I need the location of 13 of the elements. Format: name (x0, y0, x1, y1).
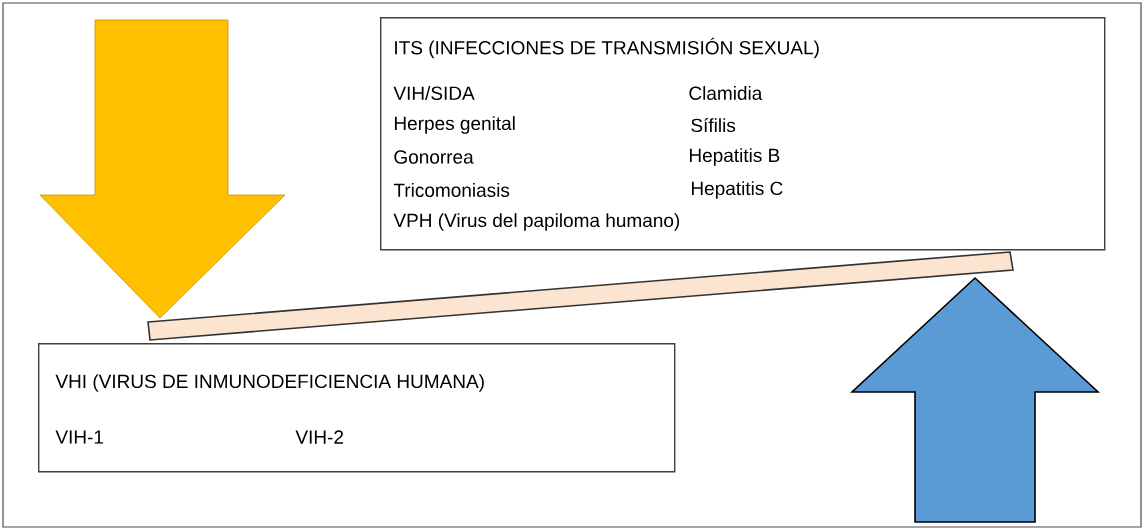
list-item: VPH (Virus del papiloma humano) (393, 213, 680, 231)
list-item: Hepatitis B (690, 148, 780, 166)
list-item: Clamidia (689, 86, 763, 100)
list-item: Sífilis (691, 117, 736, 133)
box-heading: VHI (VIRUS DE INMUNODEFICIENCIA HUMANA) (55, 374, 484, 392)
box-heading: ITS (INFECCIONES DE TRANSMISIÓN SEXUAL) (395, 37, 819, 59)
list-item: VIH-2 (295, 430, 344, 444)
list-item: Hepatitis C (692, 181, 783, 199)
list-item: VIH/SIDA (393, 86, 475, 100)
list-item: Tricomoniasis (393, 183, 510, 197)
list-item: Herpes genital (395, 116, 515, 134)
list-item: VIH-1 (55, 430, 104, 444)
list-item: Gonorrea (394, 150, 474, 164)
